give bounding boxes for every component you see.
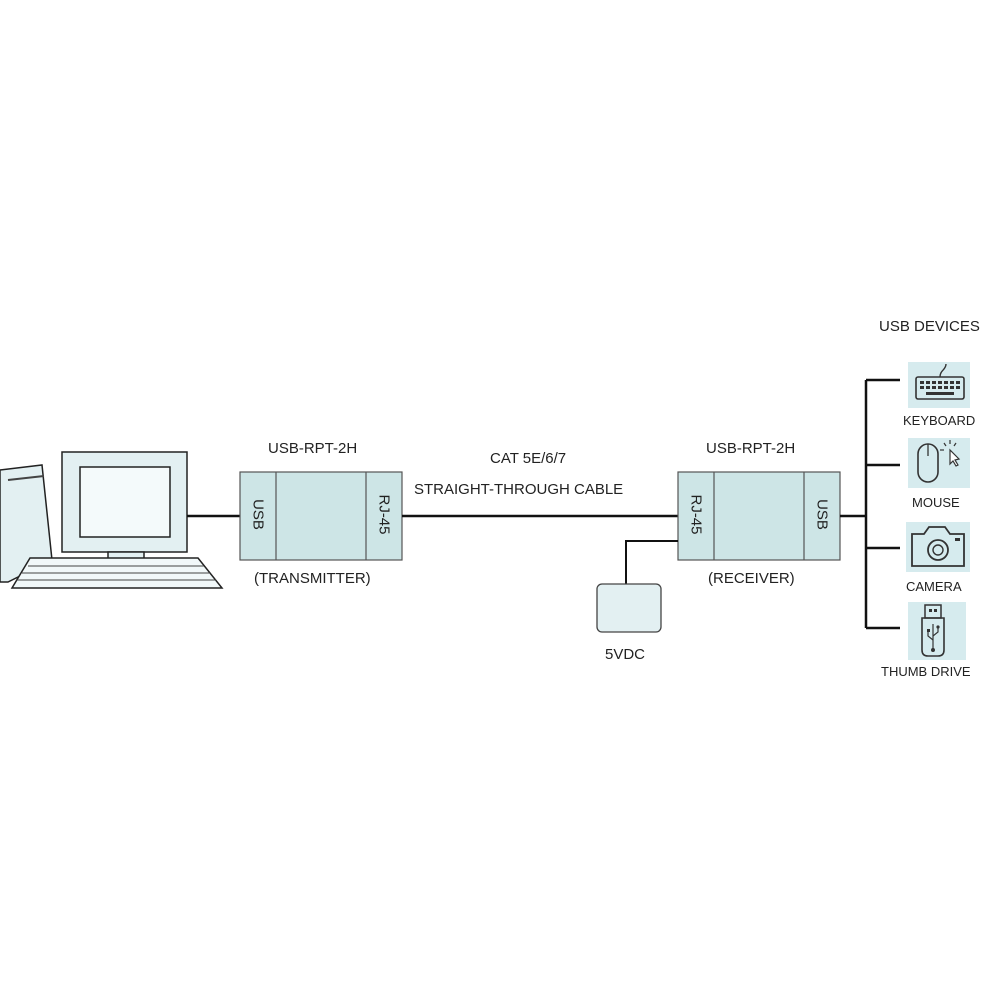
power-label: 5VDC	[605, 646, 646, 663]
thumb-drive-icon	[908, 602, 966, 660]
transmitter-usb-port-label: USB	[249, 499, 267, 530]
cable-type-label: CAT 5E/6/7	[490, 450, 567, 467]
usb-device-bus	[840, 378, 900, 630]
device-label-mouse: MOUSE	[912, 495, 960, 510]
transmitter-model-label: USB-RPT-2H	[268, 440, 358, 457]
receiver-model-label: USB-RPT-2H	[706, 440, 796, 457]
device-label-thumb-drive: THUMB DRIVE	[881, 664, 971, 679]
device-label-keyboard: KEYBOARD	[903, 413, 976, 428]
receiver-usb-port-label: USB	[813, 499, 831, 530]
transmitter-role-label: (TRANSMITTER)	[254, 570, 371, 587]
device-label-camera: CAMERA	[906, 579, 962, 594]
cable-description-label: STRAIGHT-THROUGH CABLE	[414, 481, 624, 498]
receiver-rj45-port-label: RJ-45	[687, 494, 705, 535]
transmitter-unit	[239, 471, 403, 561]
power-wire	[625, 540, 678, 584]
power-adapter	[596, 583, 662, 633]
receiver-role-label: (RECEIVER)	[708, 570, 795, 587]
keyboard-icon	[908, 362, 970, 408]
usb-devices-title: USB DEVICES	[879, 318, 980, 335]
camera-icon	[906, 522, 970, 572]
transmitter-rj45-port-label: RJ-45	[375, 494, 393, 535]
mouse-icon	[908, 438, 970, 488]
computer-icon	[0, 451, 224, 589]
